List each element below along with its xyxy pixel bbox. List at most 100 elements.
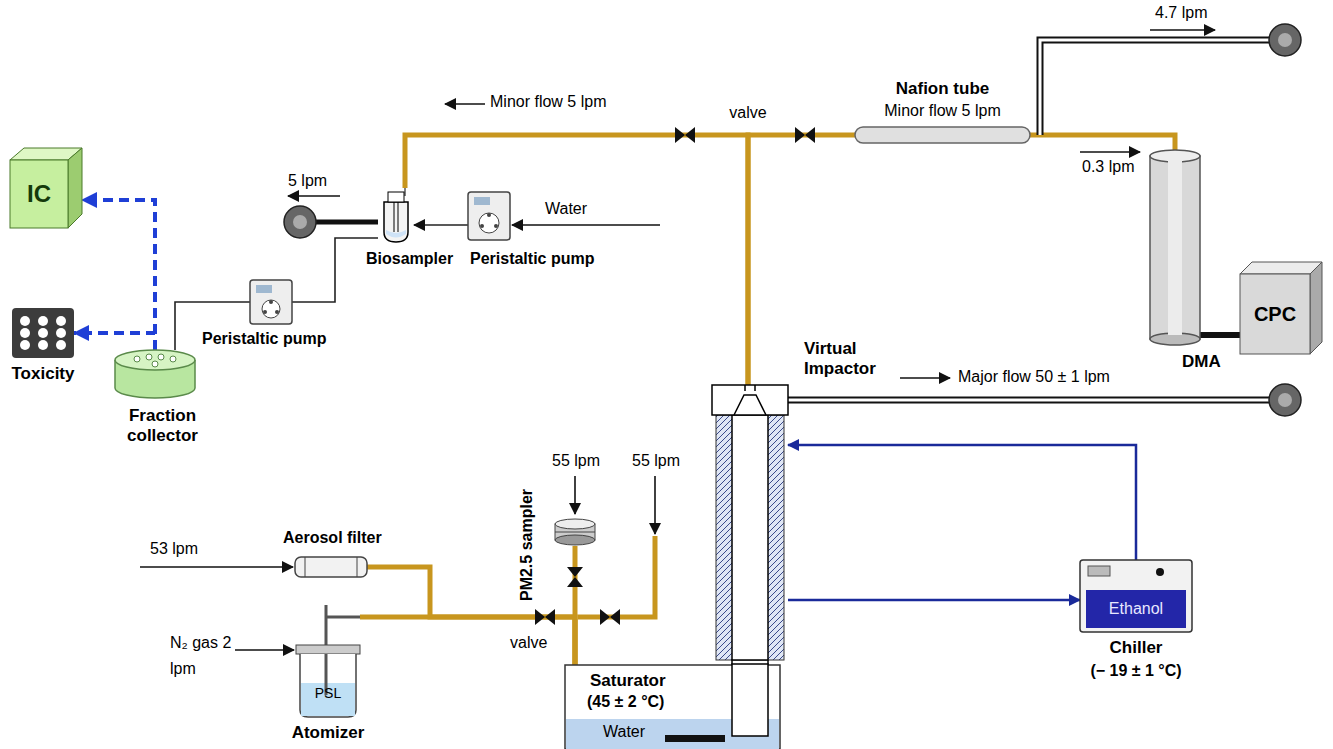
drawing-part — [12, 308, 74, 358]
drawing-part — [10, 160, 68, 228]
drawing-part — [855, 127, 1030, 143]
flow-label: Minor flow 5 lpm — [855, 102, 1030, 120]
drawing-part — [487, 213, 491, 217]
connector-line — [1200, 332, 1240, 338]
fraction-collector: Fraction collector — [115, 350, 195, 398]
drawing-part — [386, 230, 406, 238]
drawing-part — [263, 300, 279, 314]
drawing-part — [262, 300, 280, 318]
connector — [405, 135, 748, 385]
exhaust-line — [1040, 40, 1269, 135]
drawing-part — [712, 385, 788, 415]
drawing-part — [394, 188, 405, 232]
pm25-sampler: PM2.5 sampler — [555, 518, 595, 546]
valve-symbol — [567, 567, 583, 587]
drawing-part — [38, 316, 48, 326]
peristaltic-pump-shape — [250, 280, 292, 324]
drawing-part — [732, 415, 768, 660]
connector-line — [405, 135, 748, 385]
nafion-tube-shape — [855, 127, 1030, 143]
valve-symbol — [535, 609, 555, 625]
connector — [292, 238, 378, 302]
drawing-part — [38, 328, 48, 338]
drawing-part — [1240, 274, 1310, 354]
connector-line — [788, 599, 1080, 602]
drawing-part — [1310, 262, 1322, 354]
node-label: Biosampler — [366, 250, 453, 268]
vacuum-pump — [293, 215, 307, 229]
drawing-part — [388, 192, 404, 202]
connector — [575, 546, 576, 665]
vacuum-pump — [1278, 33, 1292, 47]
virtual-impactor-shape — [712, 385, 788, 660]
flow-label: N₂ gas 2 lpm — [170, 630, 232, 682]
connector-line — [414, 224, 468, 226]
connector — [1200, 335, 1240, 336]
node-label: Aerosol filter — [283, 529, 382, 547]
node-label: DMA — [1182, 352, 1221, 372]
node-label: CPC — [1240, 274, 1310, 354]
drawing-part — [716, 415, 784, 660]
drawing-part — [134, 354, 176, 367]
drawing-part — [555, 532, 595, 533]
drawing-part — [1080, 560, 1192, 632]
connector-line — [367, 567, 575, 665]
drawing-part — [38, 340, 48, 350]
flow-arrow — [1080, 151, 1140, 153]
flow-arrow — [235, 649, 294, 651]
drawing-part — [1168, 160, 1182, 335]
flow-label: valve — [510, 634, 547, 652]
air-inlet-tube — [578, 536, 655, 617]
flow-label: 55 lpm — [548, 452, 604, 470]
drawing-part — [68, 148, 82, 228]
vacuum-pump — [1278, 393, 1292, 407]
drawing-part — [480, 224, 484, 228]
connector-line — [82, 200, 155, 350]
exhaust-line — [788, 399, 1269, 402]
valve-symbol — [795, 127, 815, 143]
drawing-part — [250, 280, 292, 324]
connector — [367, 567, 575, 665]
drawing-part — [20, 316, 30, 326]
drawing-part — [269, 300, 273, 304]
peristaltic-pump: Peristaltic pump — [250, 280, 292, 324]
flow-arrow — [445, 103, 485, 105]
drawing-part — [263, 310, 267, 314]
flow-arrow — [512, 224, 660, 226]
node-label: PM2.5 sampler — [518, 480, 538, 610]
drawing-part — [1150, 156, 1200, 339]
flow-label: Major flow 50 ± 1 lpm — [958, 368, 1110, 386]
drawing-part — [1086, 590, 1186, 628]
connector — [82, 200, 155, 350]
pm25-sampler-shape — [555, 518, 595, 546]
connector-line — [292, 238, 378, 302]
ic-instrument: IC — [10, 148, 82, 228]
connector — [74, 333, 155, 350]
valve-symbol — [600, 609, 620, 625]
well-plate-shape — [12, 308, 74, 358]
node-sublabel: Chiller — [1070, 638, 1202, 658]
flow-arrow — [574, 476, 576, 514]
connector — [1030, 135, 1175, 150]
drawing-part — [256, 285, 272, 293]
connector — [788, 600, 1080, 601]
drawing-part — [665, 735, 725, 742]
node-label: IC — [10, 160, 68, 228]
well-plate: Toxicity — [12, 308, 74, 358]
drawing-part — [1088, 566, 1110, 576]
drawing-part — [296, 645, 360, 654]
exhaust-line — [1040, 40, 1269, 135]
drawing-part — [146, 354, 152, 360]
drawing-part — [152, 361, 158, 367]
node-label: PSL — [300, 685, 356, 701]
flow-arrow — [1150, 29, 1215, 31]
node-label: Virtual Impactor — [804, 339, 894, 378]
flow-label: Minor flow 5 lpm — [490, 93, 606, 111]
vacuum-pump — [284, 206, 316, 238]
flow-arrow — [288, 195, 340, 197]
drawing-part — [1156, 568, 1164, 576]
connector-line — [74, 333, 155, 350]
flow-label: Water — [545, 200, 587, 218]
node-sublabel: Water — [603, 723, 645, 741]
drawing-part — [295, 557, 367, 577]
